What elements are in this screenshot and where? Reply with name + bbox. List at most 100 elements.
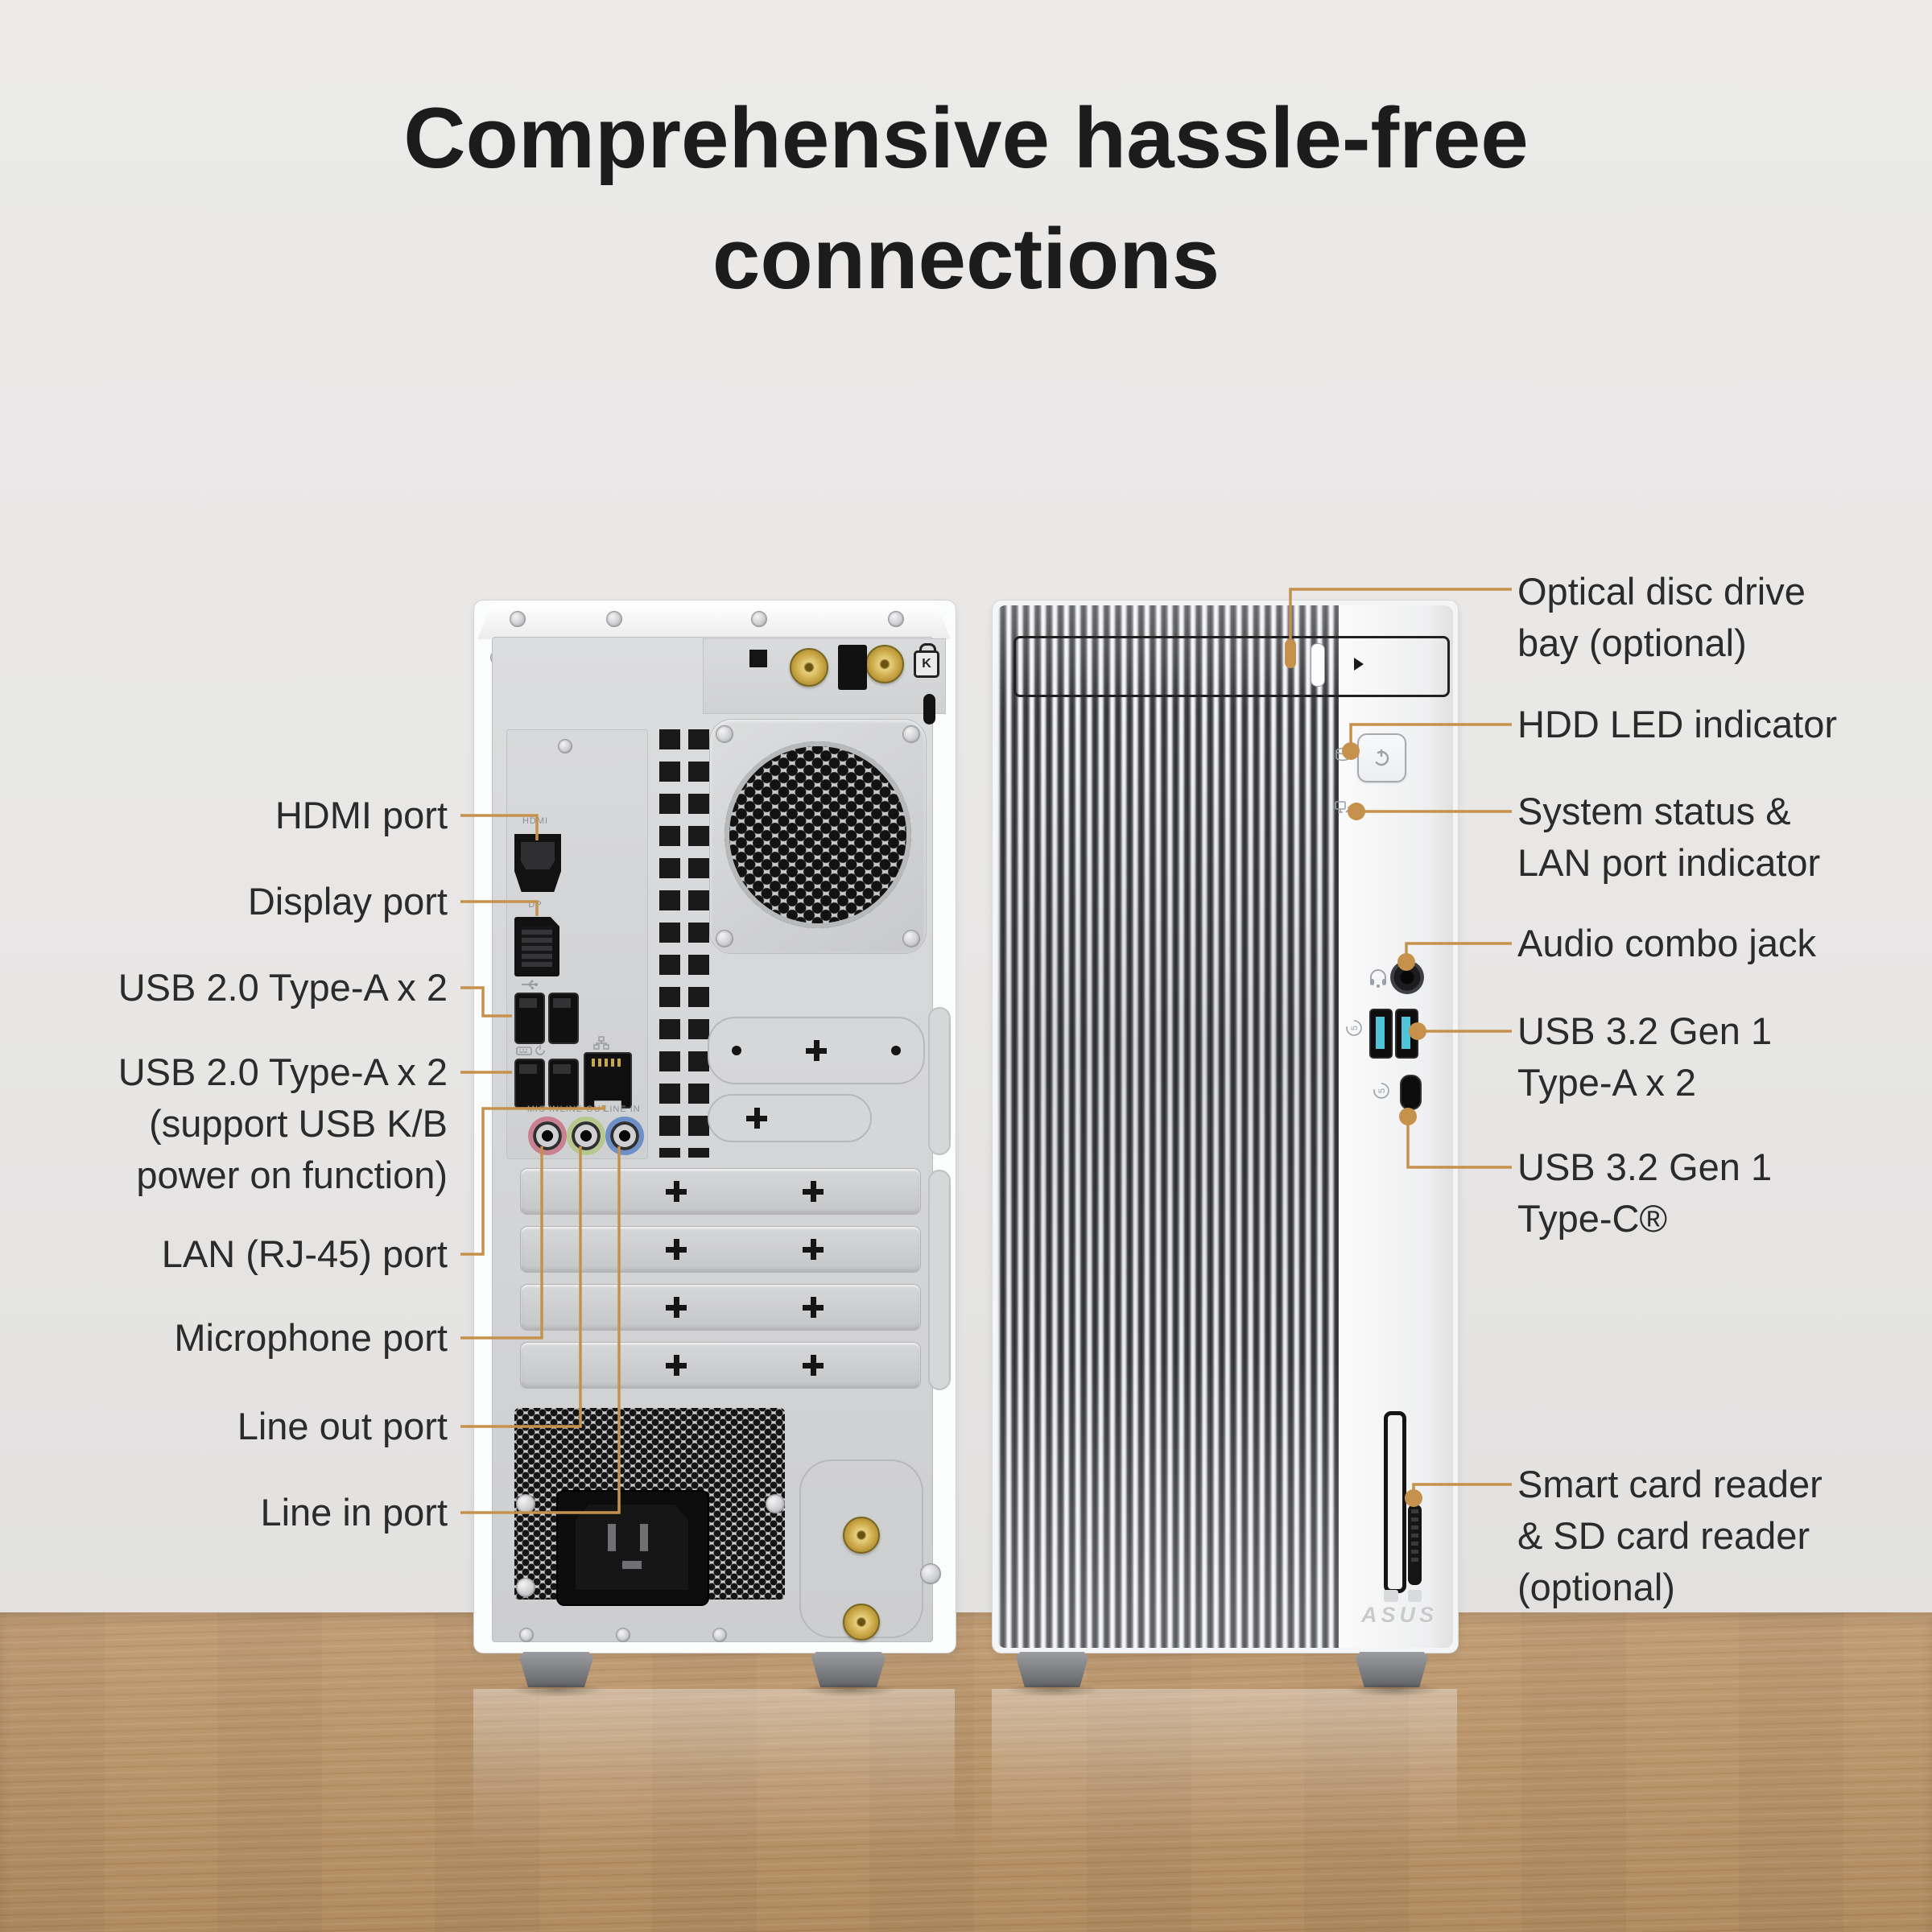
usb2-tongue — [519, 1064, 537, 1074]
kensington-lock-icon — [919, 643, 936, 653]
usb2-tongue — [553, 1064, 571, 1074]
label-line: LAN (RJ-45) port — [161, 1232, 448, 1275]
power-icon — [1373, 749, 1389, 766]
label-line: Type-C® — [1517, 1197, 1668, 1240]
background-wall — [0, 0, 1932, 1612]
expansion-slot-cover — [520, 1284, 921, 1331]
label-usb3-typec: USB 3.2 Gen 1 Type-C® — [1517, 1141, 1772, 1245]
label-display-port: Display port — [248, 876, 448, 927]
callout-audio-jack — [1405, 942, 1512, 956]
tower-foot — [1016, 1652, 1088, 1687]
slot-plus — [803, 1355, 824, 1376]
callout-hdd-led — [1349, 723, 1512, 745]
label-line: Type-A x 2 — [1517, 1061, 1697, 1104]
displayport-pins — [522, 927, 552, 967]
screw-icon — [516, 1494, 535, 1513]
label-hdmi-port: HDMI port — [275, 790, 448, 841]
slot-plus — [803, 1181, 824, 1202]
callout-dot-audio — [1397, 953, 1415, 971]
callout-line-out — [460, 1146, 582, 1428]
tower-foot — [811, 1652, 886, 1687]
bracket-rail-slot — [928, 1007, 951, 1155]
front-tower-reflection — [992, 1689, 1457, 1882]
usb3-typec-port — [1400, 1075, 1422, 1110]
expansion-slot-cover — [520, 1342, 921, 1389]
expansion-slot-cover — [520, 1226, 921, 1273]
screw-icon — [766, 1494, 785, 1513]
callout-usb3-typec — [1406, 1121, 1512, 1169]
back-tower: K HDMI DP — [473, 600, 956, 1653]
label-line: USB 3.2 Gen 1 — [1517, 1146, 1773, 1188]
label-line: USB 3.2 Gen 1 — [1517, 1009, 1773, 1052]
back-vent-strip — [688, 729, 709, 1158]
usb3-typea-port — [1369, 1009, 1393, 1059]
front-tower: 5 5 ASUS — [992, 600, 1459, 1653]
screw-icon — [616, 1628, 630, 1642]
label-usb3-typea: USB 3.2 Gen 1 Type-A x 2 — [1517, 1005, 1772, 1108]
callout-dot-usbc — [1399, 1108, 1417, 1125]
fan-grille-plate — [709, 719, 927, 954]
back-top-bevel — [477, 604, 951, 639]
screw-icon — [516, 1578, 535, 1597]
punchout-dot — [732, 1046, 741, 1055]
optical-drive-bay — [1013, 636, 1450, 697]
headset-icon — [1370, 969, 1386, 988]
label-line: Audio combo jack — [1517, 922, 1816, 964]
punchout-pill — [708, 1094, 872, 1142]
label-hdd-led: HDD LED indicator — [1517, 699, 1837, 750]
screw-icon — [716, 930, 733, 947]
front-fins-shade — [997, 605, 1339, 1648]
label-line: & SD card reader — [1517, 1514, 1810, 1557]
ac-power-inlet — [556, 1490, 709, 1606]
svg-text:5: 5 — [1350, 1026, 1360, 1030]
ac-pin — [622, 1561, 642, 1569]
label-line: Smart card reader — [1517, 1463, 1823, 1505]
line-out-jack — [567, 1117, 605, 1155]
label-line: LAN port indicator — [1517, 841, 1821, 884]
label-line: (support USB K/B — [149, 1102, 448, 1145]
lan-icon — [593, 1036, 609, 1050]
callout-pill-optical — [1285, 639, 1296, 668]
usb2-port — [548, 993, 579, 1044]
hdmi-port-microlabel: HDMI — [522, 816, 549, 826]
vga-punchout — [708, 1017, 925, 1084]
screw-icon — [558, 739, 572, 753]
label-line: (optional) — [1517, 1566, 1675, 1608]
slot-tab — [1384, 1590, 1398, 1602]
page-title: Comprehensive hassle-free connections — [0, 77, 1932, 319]
kensington-slot — [923, 694, 935, 724]
label-optical-bay: Optical disc drive bay (optional) — [1517, 566, 1806, 669]
line-in-microlabel: LINE IN — [604, 1104, 641, 1114]
label-line: Line out port — [237, 1405, 448, 1447]
front-fins — [997, 605, 1339, 1648]
lan-pins — [592, 1059, 624, 1067]
foot-shadow — [509, 1682, 605, 1697]
callout-dot-hdd — [1342, 742, 1360, 760]
screw-icon — [712, 1628, 727, 1642]
io-blank-square — [749, 650, 767, 667]
expansion-slot-cover — [520, 1168, 921, 1215]
label-line: System status & — [1517, 790, 1791, 832]
punchout-plus — [746, 1108, 767, 1129]
label-usb2-kb-power: USB 2.0 Type-A x 2 (support USB K/B powe… — [118, 1046, 448, 1201]
label-line: HDMI port — [275, 794, 448, 836]
optical-bay-marker-icon — [1354, 658, 1364, 671]
punchout-plus — [806, 1040, 827, 1061]
usb-5gbps-icon: 5 — [1346, 1020, 1362, 1036]
label-line: USB 2.0 Type-A x 2 — [118, 966, 448, 1009]
slot-plus — [666, 1297, 687, 1318]
antenna-connector-icon — [843, 1517, 880, 1554]
screw-icon — [510, 611, 526, 627]
optical-eject-notch — [1311, 643, 1325, 687]
screw-icon — [902, 930, 920, 947]
usb-icon — [522, 980, 538, 989]
usb-5gbps-icon: 5 — [1373, 1083, 1389, 1099]
io-blank-block — [838, 645, 867, 690]
power-button — [1357, 733, 1406, 782]
label-line-in-port: Line in port — [260, 1487, 448, 1538]
ac-pin — [608, 1524, 616, 1551]
tower-foot — [519, 1652, 593, 1687]
label-audio-combo-jack: Audio combo jack — [1517, 918, 1816, 969]
